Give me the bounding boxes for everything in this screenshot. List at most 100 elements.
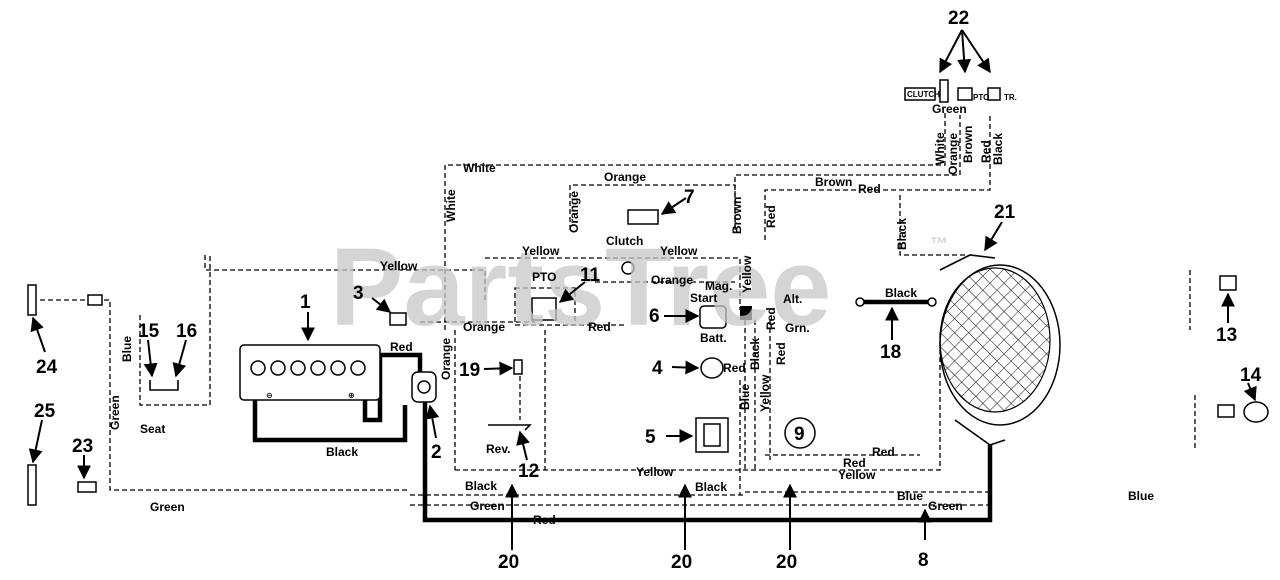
label-white-top: White [463, 161, 496, 175]
starter-motor [939, 254, 1061, 446]
switch-19 [513, 359, 523, 375]
label-brown-22: Brown [961, 126, 975, 163]
solenoid [411, 371, 437, 403]
connector-23 [77, 481, 97, 493]
battery-negative-label: ⊖ [266, 391, 273, 400]
label-grn: Grn. [785, 321, 810, 335]
black-battery-cable [252, 395, 408, 443]
label-orange-mid: Orange [651, 273, 693, 287]
seat-wiring [139, 255, 211, 406]
switch-25 [27, 464, 37, 506]
connector-24 [87, 294, 103, 306]
watermark: PartsTree [330, 226, 831, 349]
callout-20-b: 20 [671, 552, 692, 573]
battery: ⊖ ⊕ [239, 344, 381, 401]
callout-20-c: 20 [776, 552, 797, 573]
label-yellow-left: Yellow [380, 259, 418, 273]
connector-18-right [927, 297, 937, 307]
label-yellow-mid: Yellow [522, 244, 560, 258]
callout-21: 21 [994, 202, 1016, 223]
battery-positive-label: ⊕ [348, 391, 355, 400]
callout-5: 5 [645, 427, 656, 448]
callout-4: 4 [652, 358, 663, 379]
label-tr-switch: TR. [1004, 93, 1017, 102]
label-red-right2: Red [843, 456, 866, 470]
black-wire-21 [899, 195, 965, 256]
label-green-left: Green [108, 395, 122, 430]
magneto-terminal [740, 306, 752, 320]
label-red-22: Red [979, 140, 993, 163]
callout-8: 8 [918, 550, 929, 571]
switch-pto-top [957, 87, 973, 101]
callout-16: 16 [176, 321, 197, 342]
callout-numbers: 1 2 3 4 5 6 7 8 9 11 12 13 14 15 16 18 1… [34, 8, 1262, 573]
callout-7: 7 [684, 187, 695, 208]
callout-2: 2 [431, 442, 442, 463]
label-red-right1: Red [872, 445, 895, 459]
callout-23: 23 [72, 436, 93, 457]
label-black-18: Black [885, 286, 917, 300]
label-yellow-bottom: Yellow [636, 465, 674, 479]
label-alt: Alt. [783, 292, 802, 306]
reverse-switch [488, 424, 532, 431]
callout-11: 11 [580, 265, 601, 286]
green-wire-left [40, 299, 130, 491]
engine-circle [784, 417, 816, 449]
label-yellow-clutch: Yellow [660, 244, 698, 258]
component-labels: PTO Clutch Mag. Start Batt. Alt. Rev. Se… [140, 90, 1017, 456]
callout-arrows [28, 29, 1257, 550]
switch-13 [1219, 275, 1237, 291]
clutch-icon [621, 261, 635, 275]
socket-14 [1217, 404, 1235, 418]
label-blue-left: Blue [120, 336, 134, 362]
label-orange-22: Orange [946, 133, 960, 175]
orange-wire-top [569, 184, 736, 230]
callout-18: 18 [880, 342, 901, 363]
ignition-switch [699, 305, 727, 329]
label-red-vertical: Red [764, 205, 778, 228]
callout-25: 25 [34, 401, 56, 422]
label-rev: Rev. [486, 442, 510, 456]
callout-19: 19 [459, 360, 480, 381]
label-red-item4: Red [723, 361, 746, 375]
callout-6: 6 [649, 306, 660, 327]
watermark-tm: ™ [930, 234, 948, 254]
label-red-mag: Red [764, 307, 778, 330]
label-seat: Seat [140, 422, 165, 436]
label-white-vertical: White [444, 189, 458, 222]
label-green-22: Green [932, 102, 967, 116]
switch-22-a [939, 79, 949, 103]
label-black-22: Black [991, 133, 1005, 165]
white-wire [444, 110, 946, 330]
label-yellow-mag-vertical: Yellow [740, 255, 754, 293]
yellow-wire-mid [485, 257, 741, 310]
wires [40, 110, 1196, 523]
label-black-top-vertical: Black [895, 218, 909, 250]
switch-tr-top [987, 87, 1001, 101]
red-wire-top [764, 115, 991, 240]
connector-18-left [855, 297, 865, 307]
callout-22: 22 [948, 8, 969, 29]
brown-wire [734, 115, 961, 230]
label-red-battery: Red [390, 340, 413, 354]
label-yellow-lower-vertical: Yellow [758, 374, 772, 412]
label-orange-top: Orange [604, 170, 646, 184]
components: ⊖ ⊕ [27, 79, 1269, 506]
wire-labels: White White Orange Orange Orange Orange … [108, 102, 1154, 527]
label-black-battery: Black [326, 445, 358, 459]
label-yellow-right-bottom: Yellow [838, 468, 876, 482]
label-black-bottom-left: Black [465, 479, 497, 493]
label-clutch: Clutch [606, 234, 643, 248]
callout-12: 12 [518, 461, 539, 482]
callout-13: 13 [1216, 325, 1237, 346]
callout-3: 3 [353, 283, 364, 304]
label-pto: PTO [532, 270, 556, 284]
label-brown-vertical: Brown [730, 197, 744, 234]
label-batt: Batt. [700, 331, 727, 345]
yellow-wire-right [760, 330, 941, 471]
callout-9: 9 [794, 424, 805, 445]
callout-15: 15 [138, 321, 160, 342]
seat-switch [149, 380, 179, 391]
label-pto-switch: PTO [973, 93, 989, 102]
